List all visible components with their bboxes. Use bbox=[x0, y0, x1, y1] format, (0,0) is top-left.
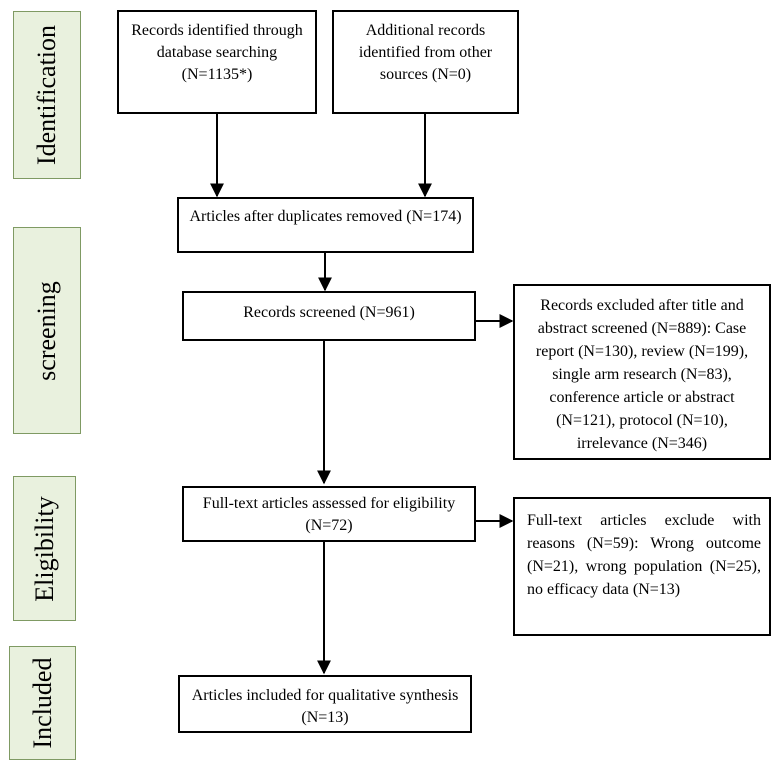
after-duplicates-text: Articles after duplicates removed (N=174… bbox=[189, 208, 462, 225]
phase-screening-label: screening bbox=[32, 280, 61, 381]
box-after-duplicates: Articles after duplicates removed (N=174… bbox=[177, 197, 474, 253]
box-records-database: Records identified through database sear… bbox=[117, 10, 317, 114]
box-included: Articles included for qualitative synthe… bbox=[178, 675, 472, 733]
excluded-fulltext-text: Full-text articles exclude with reasons … bbox=[527, 512, 761, 598]
phase-identification-label: Identification bbox=[32, 24, 61, 166]
box-records-screened: Records screened (N=961) bbox=[182, 291, 476, 341]
records-screened-text: Records screened (N=961) bbox=[243, 304, 415, 321]
box-excluded-screening: Records excluded after title and abstrac… bbox=[513, 284, 771, 460]
included-text: Articles included for qualitative synthe… bbox=[191, 687, 459, 726]
excluded-screening-text: Records excluded after title and abstrac… bbox=[535, 297, 749, 452]
fulltext-assessed-text: Full-text articles assessed for eligibil… bbox=[202, 495, 456, 534]
box-excluded-fulltext: Full-text articles exclude with reasons … bbox=[513, 497, 771, 636]
records-other-text: Additional records identified from other… bbox=[358, 22, 493, 83]
records-database-text: Records identified through database sear… bbox=[131, 22, 303, 83]
phase-identification: Identification bbox=[13, 11, 81, 179]
box-fulltext-assessed: Full-text articles assessed for eligibil… bbox=[182, 486, 476, 542]
phase-screening: screening bbox=[13, 227, 81, 434]
box-records-other: Additional records identified from other… bbox=[332, 10, 519, 114]
phase-eligibility-label: Eligibility bbox=[29, 495, 59, 602]
phase-eligibility: Eligibility bbox=[13, 476, 76, 621]
phase-included-label: Included bbox=[27, 657, 57, 749]
phase-included: Included bbox=[9, 646, 76, 760]
